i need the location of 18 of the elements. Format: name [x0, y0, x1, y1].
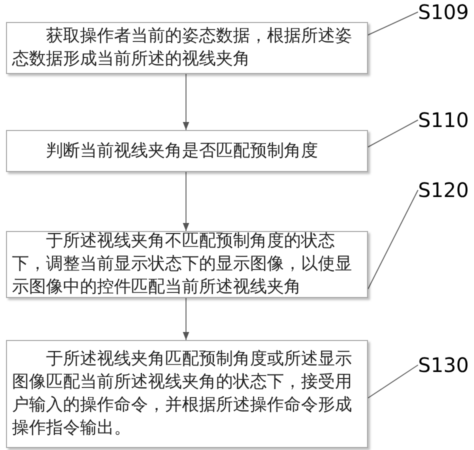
- process-box: [6, 130, 368, 172]
- step-label: S110: [418, 108, 469, 132]
- leader-line: [368, 190, 418, 290]
- process-box: [6, 340, 368, 448]
- leader-line: [368, 12, 418, 36]
- step-label: S120: [418, 178, 469, 202]
- step-text: 判断当前视线夹角是否匹配预制角度: [45, 140, 319, 162]
- leader-line: [368, 364, 418, 398]
- step-text: 于所述视线夹角不匹配预制角度的状态下，调整当前显示状态下的显示图像，以使显示图像中的控件匹配当前所述视线夹角: [12, 230, 353, 299]
- arrow: [182, 74, 190, 130]
- step-label: S130: [418, 353, 469, 377]
- step-text: 于所述视线夹角匹配预制角度或所述显示图像匹配当前所述视线夹角的状态下，接受用户输入的操作命令，并根据所述操作命令形成操作指令输出。: [12, 348, 353, 440]
- arrow: [182, 172, 190, 232]
- arrow: [182, 298, 190, 340]
- leader-line: [368, 120, 418, 148]
- process-box: [6, 22, 368, 74]
- step-text: 获取操作者当前的姿态数据，根据所述姿态数据形成当前所述的视线夹角: [12, 25, 353, 71]
- step-label: S109: [418, 0, 469, 24]
